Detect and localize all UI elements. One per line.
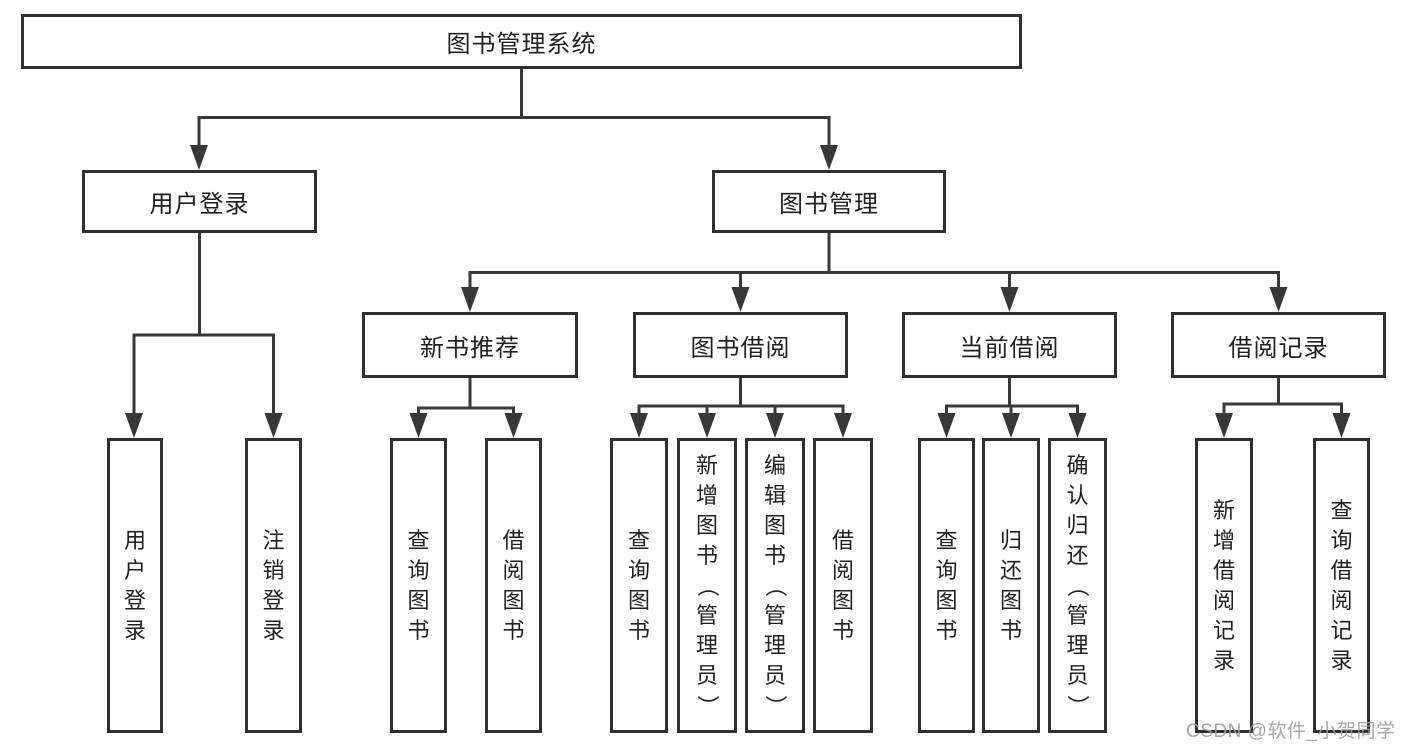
- leaf-user-login: 用户登录: [107, 438, 163, 733]
- node-user-login: 用户登录: [82, 170, 317, 233]
- leaf-edit-book-admin: 编辑图书（管理员）: [745, 438, 805, 733]
- node-book-management: 图书管理: [712, 170, 946, 233]
- node-new-book-recommend: 新书推荐: [362, 312, 578, 378]
- leaf-confirm-return-admin: 确认归还（管理员）: [1048, 438, 1107, 733]
- node-book-borrow: 图书借阅: [633, 312, 848, 378]
- leaf-add-borrow-record: 新增借阅记录: [1195, 438, 1253, 733]
- node-borrow-records: 借阅记录: [1171, 312, 1386, 378]
- leaf-logout: 注销登录: [245, 438, 302, 733]
- leaf-query-borrow-record: 查询借阅记录: [1313, 438, 1370, 733]
- leaf-borrow-books: 借阅图书: [813, 438, 873, 733]
- leaf-return-book: 归还图书: [982, 438, 1040, 733]
- node-current-borrow: 当前借阅: [902, 312, 1117, 378]
- node-library-system: 图书管理系统: [21, 14, 1022, 69]
- leaf-query-books-borrow: 查询图书: [610, 438, 668, 733]
- leaf-query-books-recommend: 查询图书: [390, 438, 447, 733]
- leaf-borrow-books-recommend: 借阅图书: [485, 438, 542, 733]
- leaf-query-books-current: 查询图书: [918, 438, 975, 733]
- leaf-add-book-admin: 新增图书（管理员）: [677, 438, 737, 733]
- csdn-watermark: CSDN @软件_小贺同学: [1186, 721, 1396, 742]
